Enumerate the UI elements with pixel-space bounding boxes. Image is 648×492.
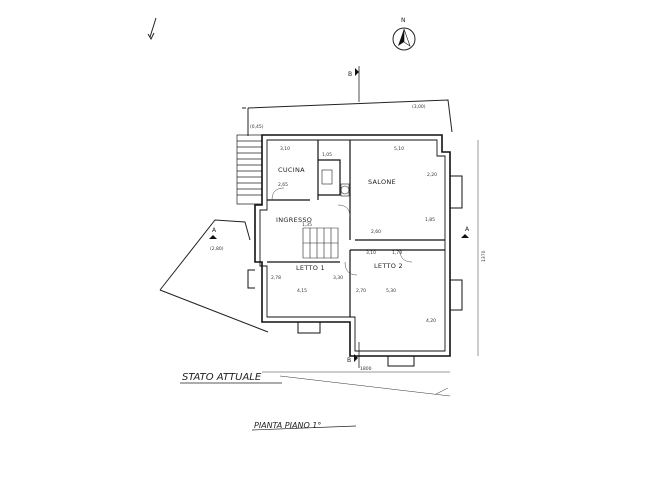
dim-cucina-depth: 2,65 bbox=[278, 182, 288, 188]
dim-overall-height: 1370 bbox=[481, 250, 487, 262]
room-letto2: LETTO 2 bbox=[374, 262, 403, 270]
interior-stairs bbox=[302, 227, 339, 259]
room-salone: SALONE bbox=[368, 178, 396, 186]
section-mark-b-top: B bbox=[348, 66, 360, 102]
dim-corridor-a: 3,10 bbox=[366, 250, 376, 256]
svg-text:B: B bbox=[347, 357, 351, 364]
dim-bath-width: 1,05 bbox=[322, 152, 332, 158]
site-boundary bbox=[159, 99, 453, 333]
north-label: N bbox=[401, 17, 406, 24]
section-mark-a-left: A bbox=[209, 227, 217, 239]
dim-letto2-width: 5,30 bbox=[386, 288, 396, 294]
bath-fixtures bbox=[321, 169, 350, 197]
dim-stair: 2,60 bbox=[371, 229, 381, 235]
outer-walls bbox=[254, 134, 451, 357]
corner-tick-icon bbox=[147, 17, 157, 41]
windows bbox=[247, 175, 463, 367]
svg-text:A: A bbox=[465, 226, 470, 233]
dim-salone-width: 5,10 bbox=[394, 146, 404, 152]
dim-corridor-b: 1,70 bbox=[392, 250, 402, 256]
title-underline-2 bbox=[251, 425, 357, 431]
level-top-left: (0,45) bbox=[250, 124, 264, 130]
dim-letto1-width: 4,15 bbox=[297, 288, 307, 294]
title-stato-attuale: STATO ATTUALE bbox=[182, 372, 262, 383]
room-cucina: CUCINA bbox=[278, 166, 305, 174]
dim-letto1-right: 3,30 bbox=[333, 275, 343, 281]
dim-cucina-width: 3,10 bbox=[280, 146, 290, 152]
level-left: (2,80) bbox=[210, 246, 224, 252]
exterior-stairs bbox=[236, 134, 263, 205]
section-mark-b-bottom: B bbox=[347, 342, 360, 368]
dim-ingresso-width: 1,35 bbox=[302, 222, 312, 228]
room-letto1: LETTO 1 bbox=[296, 264, 325, 272]
north-arrow-icon: N bbox=[392, 17, 416, 51]
inner-walls bbox=[267, 140, 445, 317]
svg-text:A: A bbox=[212, 227, 217, 234]
dimension-lines bbox=[262, 140, 479, 397]
dim-overall-width: 1800 bbox=[360, 366, 372, 372]
dim-letto2-right: 4,20 bbox=[426, 318, 436, 324]
dim-letto1-side: 2,78 bbox=[271, 275, 281, 281]
door-swings bbox=[271, 187, 413, 276]
title-pianta-piano: PIANTA PIANO 1° bbox=[254, 421, 321, 430]
room-ingresso: INGRESSO bbox=[276, 216, 312, 224]
svg-text:B: B bbox=[348, 71, 352, 78]
dim-salone-side: 2,20 bbox=[427, 172, 437, 178]
dim-salone-lower: 1,85 bbox=[425, 217, 435, 223]
level-top-right: (3,00) bbox=[412, 104, 426, 110]
dim-letto2-side: 2,70 bbox=[356, 288, 366, 294]
section-mark-a-right: A bbox=[461, 226, 470, 238]
